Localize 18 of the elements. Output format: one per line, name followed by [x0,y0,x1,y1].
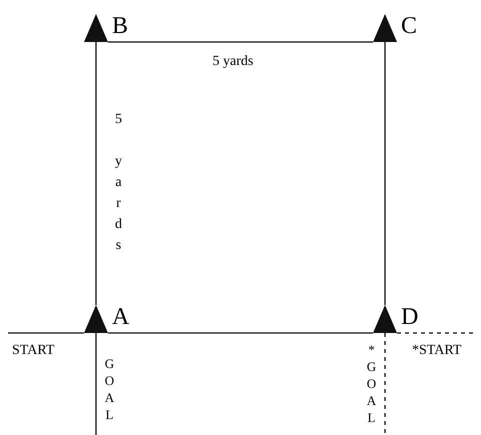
cone-letter: D [401,303,418,331]
cone-letter: B [112,12,128,40]
goal-label: *GOAL [364,342,378,427]
cone-marker [373,305,419,333]
cone-marker [84,14,130,42]
start-label: START [12,343,54,359]
cone-marker [84,305,130,333]
start-label: *START [412,343,462,359]
connector-line [95,42,97,305]
connector-line [384,42,386,305]
connector-line [108,332,373,334]
cone-letter: A [112,303,130,331]
dimension-label: 5 yards [212,54,254,70]
cone-letter: C [401,12,418,40]
cone-marker [373,14,419,42]
dimension-label: 5 yards [111,112,125,259]
goal-label: GOAL [102,356,116,424]
connector-line [108,41,373,43]
